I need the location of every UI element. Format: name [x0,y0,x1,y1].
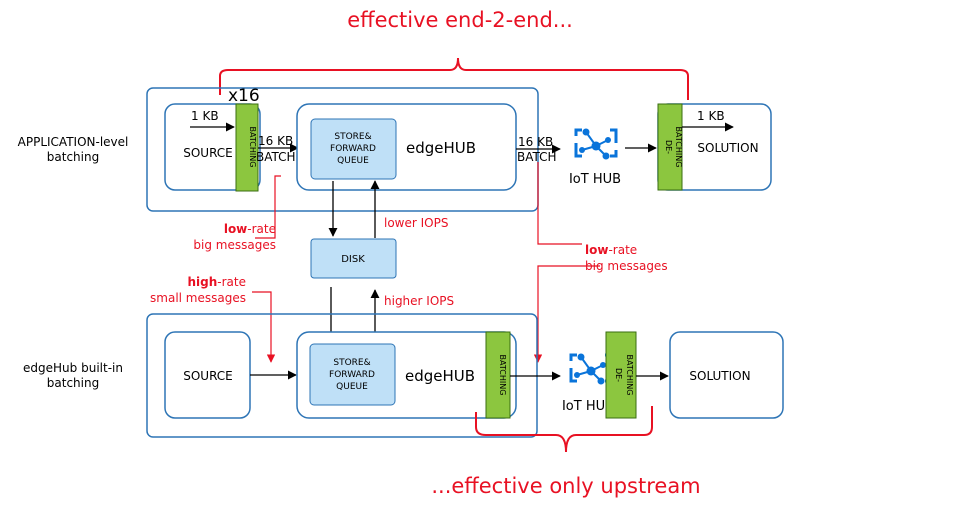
builtin-solution-box [669,331,784,419]
disk-label: DISK [341,254,365,265]
annot-low-left-leader [255,175,281,239]
builtin-queue-line-2: FORWARD [329,370,375,380]
builtin-batching-label: BATCHING [498,355,507,396]
iot-hub-icon-top [574,128,618,160]
app-section-label-2: batching [47,150,99,164]
annot-low-right-leader-down [533,265,600,363]
annot-low-left-1: low-rate [224,222,276,236]
app-batch-size-2: 16 KB [518,135,553,149]
headline-bottom: ...effective only upstream [431,474,700,498]
app-store-forward-queue [310,118,397,180]
app-queue-line-1: STORE& [334,132,371,142]
app-batch-word-1: BATCH [256,150,296,164]
builtin-edgehub-label: edgeHUB [405,367,475,385]
app-debatching-label-1: DE- [664,140,673,154]
builtin-source-label: SOURCE [183,369,233,383]
app-solution-label: SOLUTION [697,141,758,155]
builtin-debatching-bar [605,331,637,419]
app-source-label: SOURCE [183,146,233,160]
app-edgehub-label: edgeHUB [406,139,476,157]
builtin-debatching-label-1: DE- [614,368,623,382]
builtin-iot-hub-label: IoT HUB [562,399,614,414]
app-debatching-bar [657,103,683,191]
bottom-brace [475,406,653,453]
annot-low-right-1: low-rate [585,243,637,257]
builtin-section-label-1: edgeHub built-in [23,361,123,375]
app-debatching-label-2: BATCHING [674,127,683,168]
builtin-queue-line-3: QUEUE [336,382,368,392]
builtin-batching-bar [485,331,511,419]
app-msg-in-size: 1 KB [191,109,219,123]
app-section-label-1: APPLICATION-level [18,135,129,149]
annot-low-right-2: big messages [585,259,668,273]
builtin-solution-label: SOLUTION [689,369,750,383]
app-iot-hub-label: IoT HUB [569,172,621,187]
app-batch-size-1: 16 KB [258,134,293,148]
app-batching-label: BATCHING [248,127,257,168]
annot-low-left-2: big messages [193,238,276,252]
annot-high-leader [252,291,276,363]
app-multiplier: x16 [228,86,260,106]
iops-higher-label: higher IOPS [384,294,454,308]
annot-high-2: small messages [150,291,246,305]
disk-box [310,238,397,279]
app-queue-line-3: QUEUE [337,156,369,166]
app-msg-out-size: 1 KB [697,109,725,123]
iops-lower-label: lower IOPS [384,216,448,230]
builtin-store-forward-queue [309,343,396,406]
annot-low-right-leader-up [537,162,582,245]
builtin-section-label-2: batching [47,376,99,390]
app-batch-word-2: BATCH [517,150,557,164]
builtin-queue-line-1: STORE& [333,358,370,368]
annot-high-1: high-rate [187,275,246,289]
builtin-debatching-label-2: BATCHING [625,355,634,396]
top-brace [219,57,689,100]
headline-top: effective end-2-end... [347,8,573,32]
app-queue-line-2: FORWARD [330,144,376,154]
iot-hub-icon-bottom [569,353,613,385]
